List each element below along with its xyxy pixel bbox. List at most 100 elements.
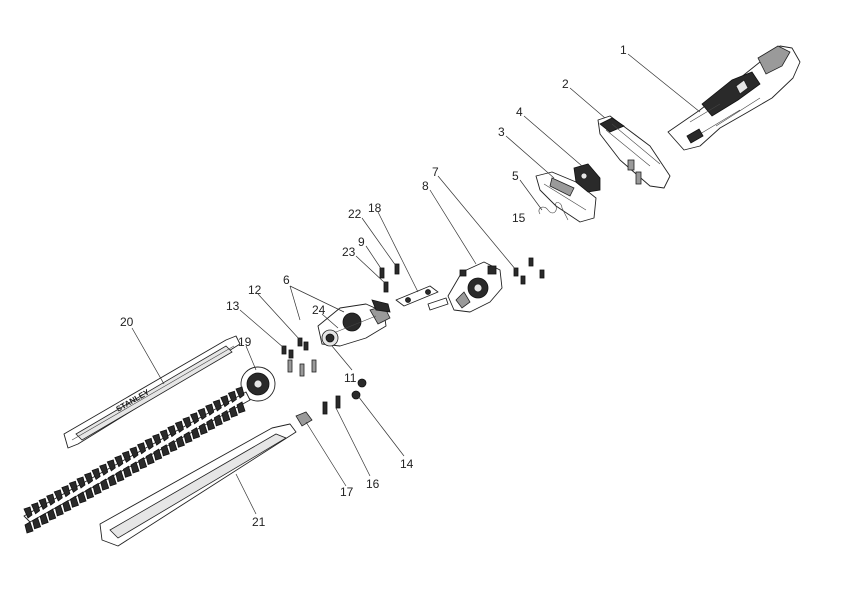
callout-3: 3 bbox=[498, 125, 505, 139]
part-7-screws bbox=[513, 267, 526, 285]
callout-9: 9 bbox=[358, 235, 365, 249]
blade-tooth bbox=[115, 469, 125, 483]
blade-tooth bbox=[152, 433, 162, 446]
blade-tooth bbox=[38, 497, 48, 511]
blade-tooth bbox=[69, 495, 79, 508]
callout-21: 21 bbox=[252, 515, 266, 529]
callout-15: 15 bbox=[512, 211, 526, 225]
blade-tooth bbox=[175, 435, 185, 448]
callout-17: 17 bbox=[340, 485, 354, 499]
part-1-main-housing bbox=[667, 45, 801, 151]
blade-tooth bbox=[160, 444, 170, 457]
blade-tooth bbox=[235, 386, 245, 399]
blade-tooth bbox=[206, 418, 216, 431]
part-11-pins bbox=[287, 359, 317, 377]
callout-18: 18 bbox=[368, 201, 382, 215]
callout-labels: 1 2 4 3 5 7 8 15 22 18 9 23 6 24 12 13 2… bbox=[120, 43, 627, 529]
blade-tooth bbox=[144, 437, 154, 451]
callout-20: 20 bbox=[120, 315, 134, 329]
callout-22: 22 bbox=[348, 207, 362, 221]
blade-tooth bbox=[77, 491, 87, 504]
part-9-pin bbox=[379, 267, 385, 279]
part-5-spring bbox=[538, 202, 569, 221]
blade-tooth bbox=[114, 455, 124, 468]
part-12-screws bbox=[297, 337, 309, 351]
callout-11: 11 bbox=[344, 371, 357, 385]
part-2-side-cover bbox=[597, 115, 671, 189]
callout-7: 7 bbox=[432, 165, 439, 179]
blade-tooth bbox=[213, 414, 223, 427]
callout-12: 12 bbox=[248, 283, 262, 297]
callout-1: 1 bbox=[620, 43, 627, 57]
blade-tooth bbox=[76, 476, 86, 489]
blade-tooth bbox=[138, 457, 148, 470]
part-20-blade-sheath: STANLEY bbox=[63, 335, 241, 449]
blade-tooth bbox=[62, 499, 72, 513]
callout-6: 6 bbox=[283, 273, 290, 287]
part-16-bolts bbox=[322, 395, 341, 415]
blade-tooth bbox=[85, 487, 95, 500]
blade-tooth bbox=[205, 403, 215, 416]
blade-tooth bbox=[54, 504, 64, 517]
callout-19: 19 bbox=[238, 335, 252, 349]
blade-tooth bbox=[227, 390, 237, 403]
blade-tooth bbox=[99, 463, 109, 476]
part-4-switch bbox=[573, 163, 601, 193]
callout-24: 24 bbox=[312, 303, 326, 317]
blade-tooth bbox=[191, 427, 201, 440]
blade-tooth bbox=[183, 431, 193, 444]
blade-tooth bbox=[167, 425, 177, 438]
part-8-gear-housing bbox=[447, 261, 503, 313]
blade-tooth bbox=[53, 489, 63, 502]
blade-tooth bbox=[236, 401, 246, 414]
callout-23: 23 bbox=[342, 245, 356, 259]
callout-8: 8 bbox=[422, 179, 429, 193]
blade-tooth bbox=[107, 474, 117, 487]
part-21-blade-guard bbox=[99, 423, 297, 547]
blade-tooth bbox=[61, 485, 71, 498]
part-17-nut bbox=[295, 411, 313, 427]
part-22-pin bbox=[394, 263, 400, 275]
part-18-link-plate bbox=[395, 285, 449, 311]
blade-tooth bbox=[130, 461, 140, 474]
part-19-gear-disc bbox=[240, 366, 276, 402]
part-14-washers bbox=[351, 378, 367, 400]
blade-tooth bbox=[212, 399, 222, 412]
blade-tooth bbox=[159, 429, 169, 442]
callout-14: 14 bbox=[400, 457, 414, 471]
blade-tooth bbox=[145, 452, 155, 465]
leader-lines bbox=[131, 53, 701, 515]
blade-tooth bbox=[31, 502, 41, 515]
blade-tooth bbox=[23, 506, 33, 519]
blade-tooth bbox=[153, 448, 163, 461]
blade-tooth bbox=[174, 420, 184, 433]
blade-bar bbox=[23, 386, 251, 534]
blade-tooth bbox=[100, 478, 110, 491]
blade-tooth bbox=[190, 412, 200, 425]
part-15-screws bbox=[528, 257, 545, 279]
blade-tooth bbox=[46, 493, 56, 506]
blade-tooth bbox=[182, 416, 192, 429]
blade-tooth bbox=[198, 422, 208, 435]
blade-tooth bbox=[39, 512, 49, 525]
blade-tooth bbox=[197, 407, 207, 421]
part-13-screws bbox=[281, 345, 294, 359]
callout-2: 2 bbox=[562, 77, 569, 91]
part-23-pin bbox=[383, 281, 389, 293]
blade-tooth bbox=[168, 439, 178, 453]
blade-tooth bbox=[122, 465, 132, 478]
blade-tooth bbox=[129, 446, 139, 459]
blade-tooth bbox=[84, 472, 94, 485]
blade-tooth bbox=[106, 459, 116, 472]
blade-tooth bbox=[221, 409, 231, 423]
blade-tooth bbox=[47, 508, 57, 521]
blade-tooth bbox=[228, 405, 238, 418]
blade-tooth bbox=[121, 450, 131, 463]
blade-tooth bbox=[24, 521, 34, 534]
callout-4: 4 bbox=[516, 105, 523, 119]
blade-tooth bbox=[68, 480, 78, 493]
blade-tooth bbox=[92, 482, 102, 495]
callout-13: 13 bbox=[226, 299, 240, 313]
blade-tooth bbox=[32, 517, 42, 530]
